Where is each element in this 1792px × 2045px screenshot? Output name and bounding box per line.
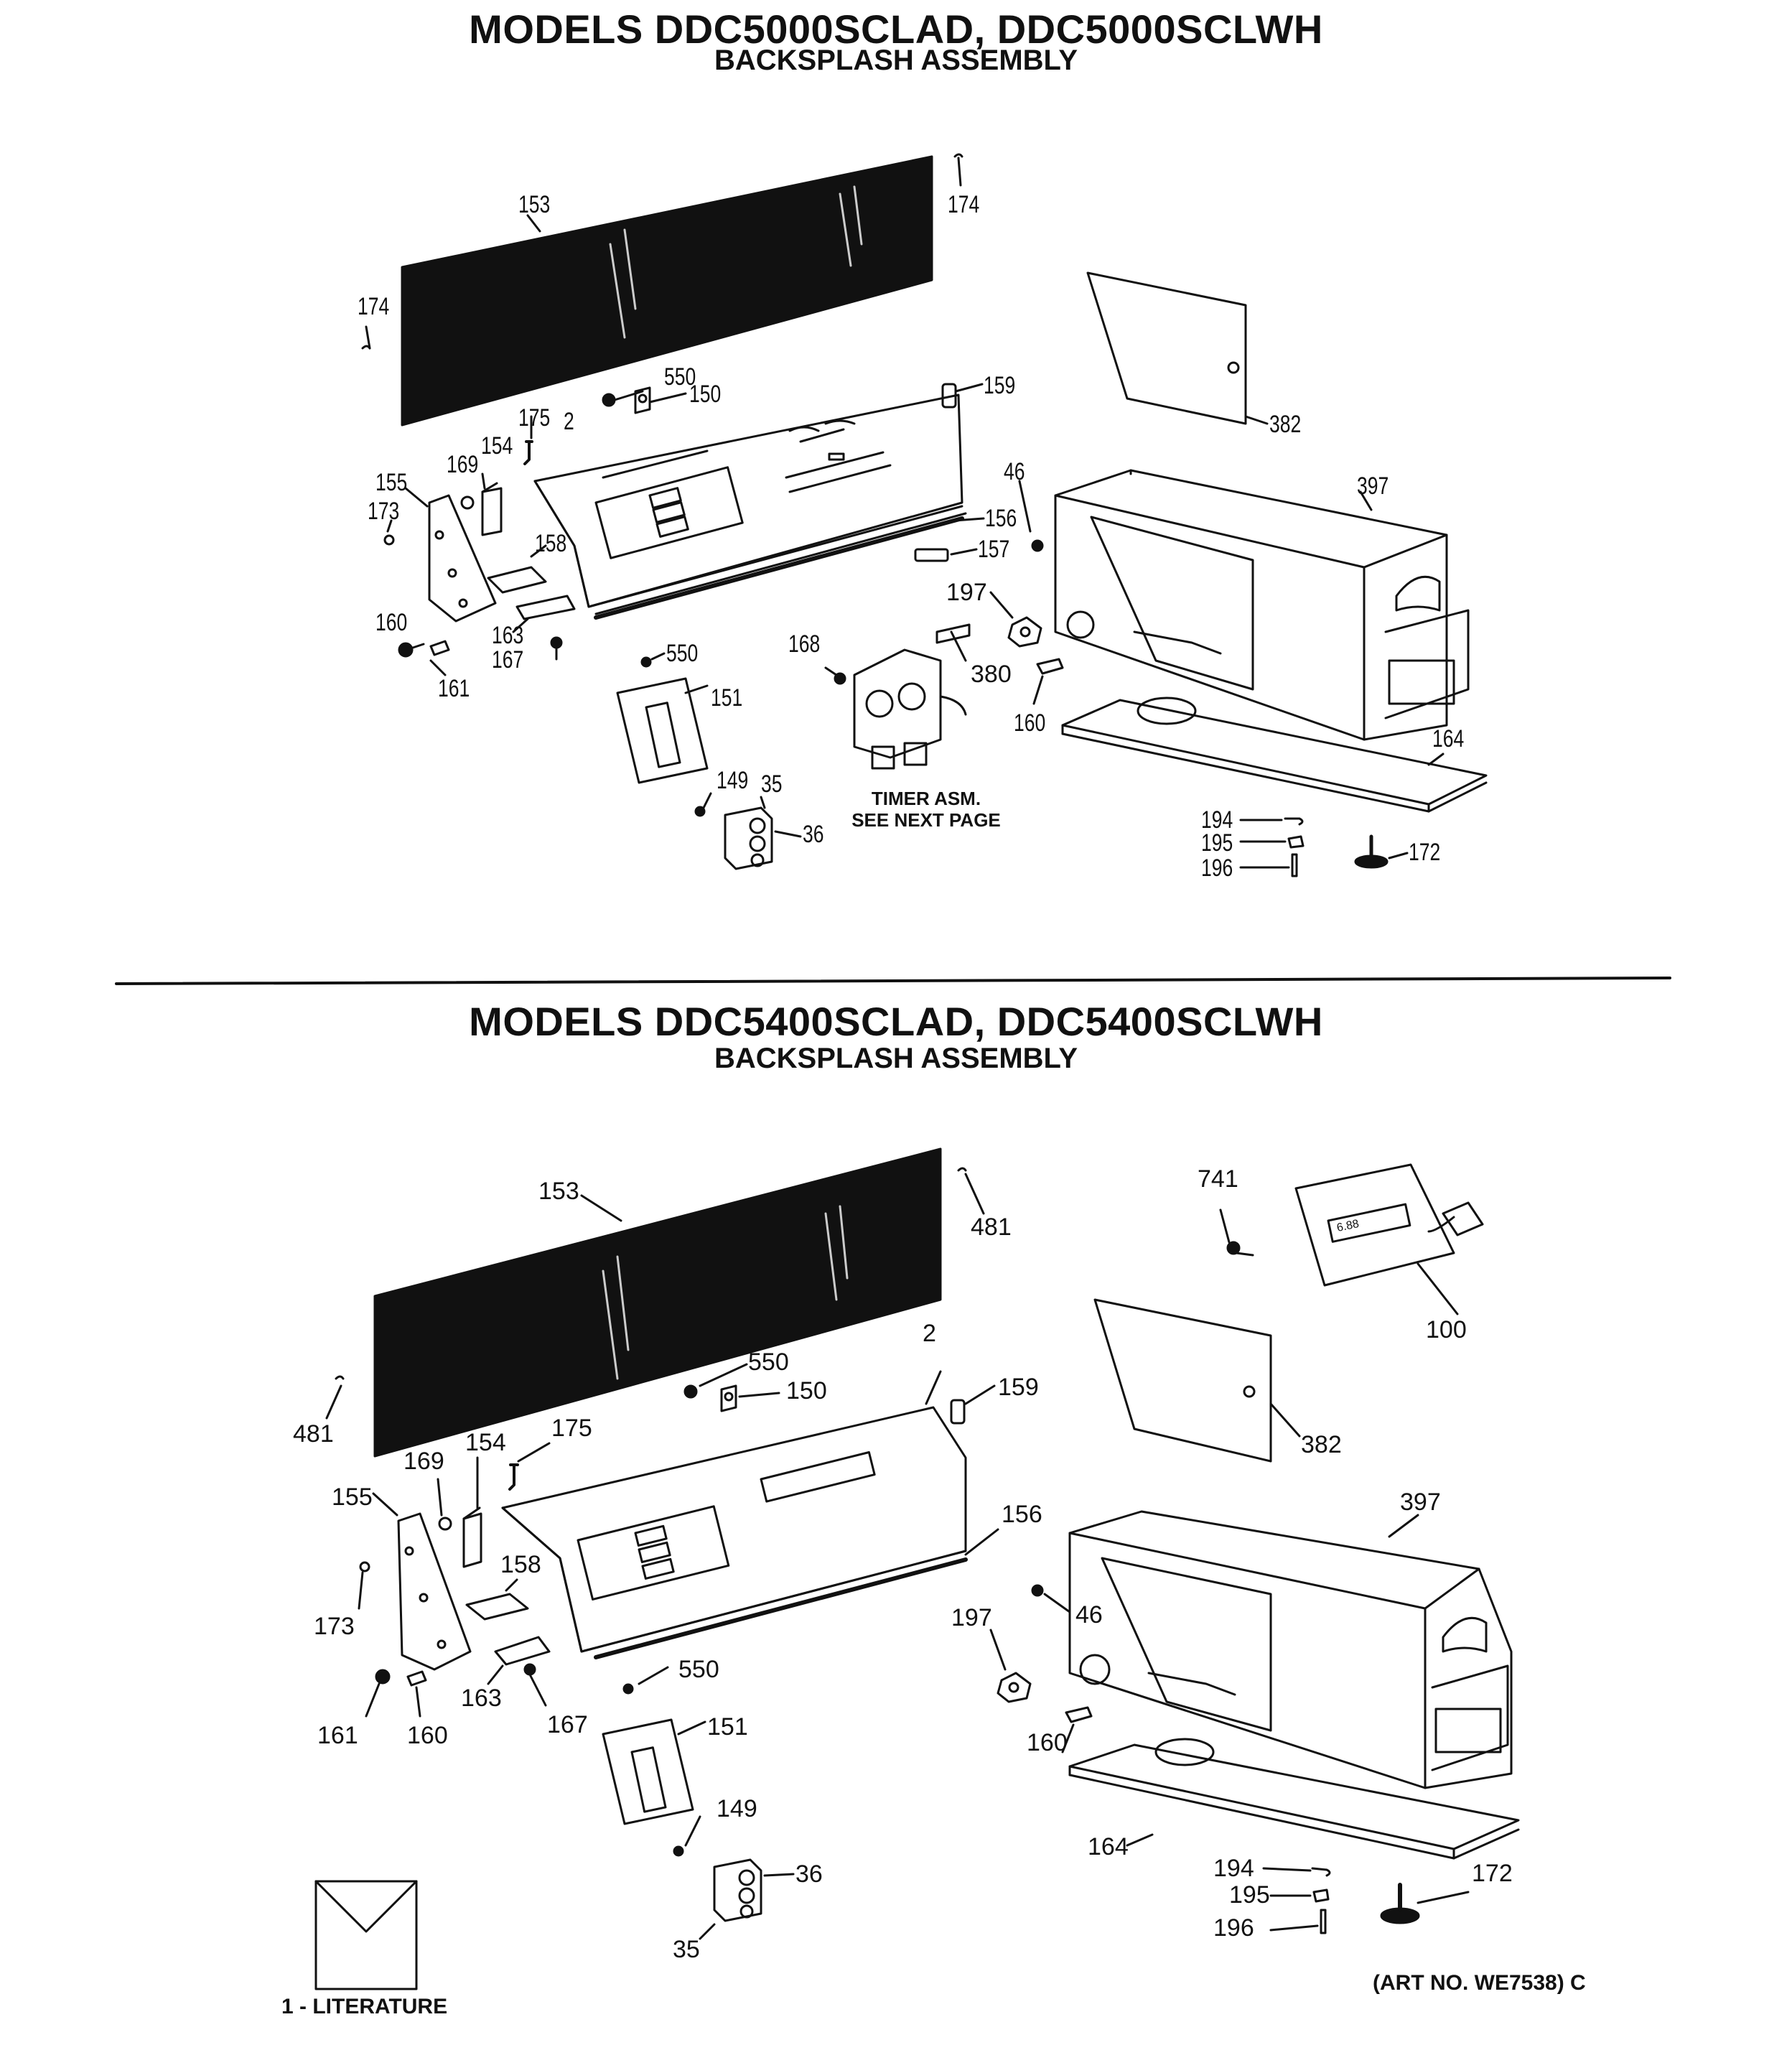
label-151: 151 [707, 1713, 748, 1741]
timer-assembly [853, 648, 942, 759]
label-157: 157 [978, 536, 1010, 563]
label-35: 35 [673, 1936, 700, 1963]
label-397: 397 [1357, 472, 1389, 500]
label-160: 160 [407, 1722, 448, 1749]
glass-panel-153-s2 [373, 1147, 942, 1458]
label-172: 172 [1409, 839, 1441, 866]
label-550: 550 [678, 1656, 719, 1683]
label-46: 46 [1004, 458, 1025, 485]
timer-note-line2: SEE NEXT PAGE [851, 809, 1001, 831]
timer-note-line1: TIMER ASM. [871, 788, 981, 809]
label-550: 550 [666, 640, 699, 667]
label-481: 481 [293, 1420, 334, 1448]
art-number: (ART NO. WE7538) C [1373, 1971, 1586, 1995]
label-35: 35 [761, 770, 783, 798]
label-100: 100 [1426, 1316, 1467, 1343]
side-bracket-155-s2 [397, 1512, 472, 1671]
label-196: 196 [1201, 854, 1233, 882]
section2-title: MODELS DDC5400SCLAD, DDC5400SCLWH [469, 999, 1323, 1044]
label-169: 169 [403, 1448, 444, 1475]
label-169: 169 [447, 451, 479, 478]
label-36: 36 [795, 1860, 823, 1888]
label-175: 175 [518, 404, 551, 432]
label-2: 2 [564, 408, 574, 435]
label-550: 550 [664, 363, 696, 391]
cover-382-s2 [1093, 1298, 1272, 1463]
label-197: 197 [946, 579, 987, 606]
label-158: 158 [500, 1551, 541, 1578]
base-plate-164 [1061, 699, 1488, 806]
label-172: 172 [1472, 1860, 1513, 1887]
label-194: 194 [1213, 1855, 1254, 1882]
label-174: 174 [948, 191, 980, 218]
label-159: 159 [998, 1374, 1039, 1401]
label-168: 168 [788, 630, 821, 658]
label-164: 164 [1432, 725, 1465, 753]
base-plate-164-s2 [1068, 1743, 1520, 1850]
label-550: 550 [748, 1348, 789, 1376]
label-149: 149 [717, 1795, 757, 1822]
label-160: 160 [1027, 1729, 1068, 1756]
label-741: 741 [1198, 1165, 1238, 1193]
label-195: 195 [1201, 829, 1233, 857]
label-154: 154 [465, 1429, 506, 1456]
label-196: 196 [1213, 1914, 1254, 1942]
label-194: 194 [1201, 806, 1233, 834]
timer-note: TIMER ASM. SEE NEXT PAGE [840, 788, 1012, 831]
label-2: 2 [923, 1320, 936, 1347]
label-161: 161 [317, 1722, 358, 1749]
label-173: 173 [368, 498, 400, 525]
label-160: 160 [375, 609, 408, 636]
label-36: 36 [803, 821, 824, 848]
label-156: 156 [985, 505, 1017, 532]
label-159: 159 [984, 372, 1016, 399]
label-380: 380 [971, 661, 1012, 688]
label-174: 174 [358, 293, 390, 320]
label-151: 151 [711, 684, 743, 712]
label-173: 173 [314, 1613, 355, 1640]
label-161: 161 [438, 675, 470, 702]
label-397: 397 [1400, 1489, 1441, 1516]
section1-title: MODELS DDC5000SCLAD, DDC5000SCLWH [469, 6, 1323, 52]
label-153: 153 [538, 1178, 579, 1205]
label-155: 155 [332, 1483, 373, 1511]
side-bracket-155 [428, 494, 497, 623]
section1-subtitle: BACKSPLASH ASSEMBLY [714, 45, 1078, 76]
label-150: 150 [786, 1377, 827, 1405]
literature-label: 1 - LITERATURE [281, 1995, 448, 2018]
bracket-151-s2 [602, 1718, 694, 1825]
control-board-100 [1294, 1163, 1455, 1287]
label-46: 46 [1075, 1601, 1103, 1629]
label-163: 163 [492, 622, 524, 649]
label-149: 149 [717, 767, 749, 794]
label-175: 175 [551, 1415, 592, 1442]
section2-subtitle: BACKSPLASH ASSEMBLY [714, 1043, 1078, 1074]
label-382: 382 [1301, 1431, 1342, 1458]
label-164: 164 [1088, 1833, 1129, 1860]
cover-382 [1086, 271, 1247, 425]
label-167: 167 [547, 1711, 588, 1738]
label-163: 163 [461, 1685, 502, 1712]
section-divider [115, 977, 1671, 985]
label-382: 382 [1269, 411, 1302, 438]
label-150: 150 [689, 381, 722, 408]
label-154: 154 [481, 432, 513, 460]
label-195: 195 [1229, 1881, 1270, 1909]
label-156: 156 [1002, 1501, 1042, 1528]
label-153: 153 [518, 191, 551, 218]
label-167: 167 [492, 646, 524, 674]
label-155: 155 [375, 469, 408, 496]
label-197: 197 [951, 1604, 992, 1631]
label-481: 481 [971, 1214, 1012, 1241]
label-160: 160 [1014, 709, 1046, 737]
glass-panel-153 [401, 155, 933, 427]
label-158: 158 [535, 530, 567, 557]
